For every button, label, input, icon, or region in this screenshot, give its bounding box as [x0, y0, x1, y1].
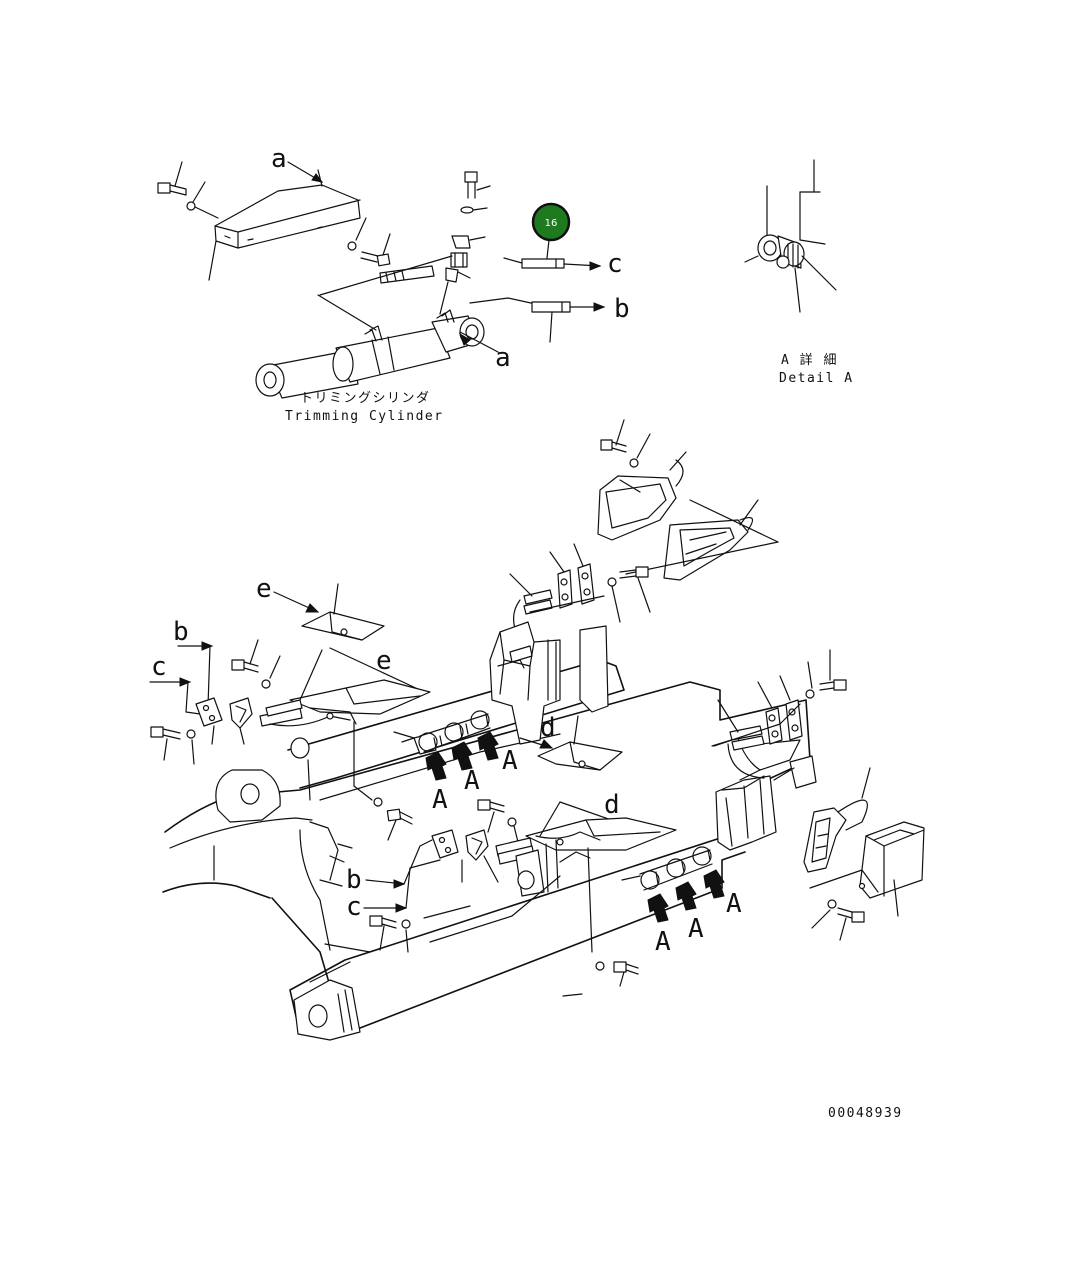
label-A6: A	[726, 889, 742, 919]
caption-trimming-en: Trimming Cylinder	[285, 409, 444, 424]
center-bolt-washer	[373, 797, 413, 841]
washer-left-low	[186, 729, 196, 739]
label-e-mid: e	[376, 646, 392, 676]
washer-center	[607, 577, 617, 587]
main-frame	[162, 621, 817, 1041]
d-guards: d d	[519, 713, 677, 851]
bolt-right-low	[837, 907, 865, 941]
label-c-left: c	[151, 652, 167, 682]
washer-left-group	[261, 679, 271, 689]
bolt-top-left	[157, 161, 187, 196]
right-flange-group	[713, 649, 847, 779]
gasket-lower	[803, 807, 847, 873]
hose-fitting-c	[503, 257, 565, 269]
hose-fitting-b	[531, 301, 571, 343]
drawing-number: 00048939	[828, 1106, 903, 1121]
flange-right	[577, 563, 595, 605]
arrow-A4-icon	[647, 893, 669, 923]
trimming-cylinder-group: a	[157, 144, 630, 424]
label-c-lower: c	[346, 892, 362, 922]
label-A3: A	[502, 746, 518, 776]
label-c-top: c	[607, 249, 623, 279]
label-b-left: b	[173, 617, 189, 647]
guard-e-upper	[301, 611, 385, 641]
label-A4: A	[655, 927, 671, 957]
flange-left	[557, 569, 573, 609]
arrow-A5-icon	[675, 881, 697, 911]
cover-housing	[597, 475, 677, 541]
caption-detail-jp: A 詳 細	[781, 352, 838, 368]
label-A2: A	[464, 766, 480, 796]
bolt-cover-upper	[600, 419, 627, 453]
guard-d-upper	[537, 741, 623, 771]
guard-plate	[194, 184, 361, 281]
clamp-top	[451, 235, 486, 249]
arrow-A2-icon	[451, 741, 473, 771]
bolt-lower-b	[369, 915, 397, 951]
swivel-joints-upper: A A A	[393, 710, 518, 815]
bolt-right-top	[819, 649, 847, 691]
bolt-lower-c	[613, 961, 639, 987]
arrow-A3-icon	[477, 731, 499, 761]
label-A5: A	[688, 914, 704, 944]
callout-16[interactable]: 16	[531, 202, 571, 242]
bolt-vertical-top	[464, 171, 491, 199]
bolt-center-right	[619, 566, 649, 579]
cover-group-upper	[597, 419, 779, 581]
callout-16-number: 16	[545, 218, 558, 229]
arrow-A1-icon	[425, 751, 447, 781]
trimming-cylinder	[255, 281, 499, 399]
flange-left-b	[195, 697, 223, 727]
left-fittings-group: e e b c	[149, 574, 431, 801]
frame-center-mount	[489, 621, 561, 745]
nipple-top	[450, 252, 468, 268]
bolt-plate-right	[360, 233, 391, 267]
washer-top-left	[186, 201, 196, 211]
label-e-top: e	[256, 574, 272, 604]
label-d-lower: d	[604, 790, 620, 820]
caption-detail-en: Detail A	[779, 371, 854, 386]
bolt-center-low	[386, 808, 413, 841]
washer-vertical	[460, 206, 474, 214]
caption-trimming-jp: トリミングシリンダ	[300, 391, 431, 406]
frame-ear-bottom	[293, 979, 361, 1041]
label-d-upper: d	[540, 713, 556, 743]
bolt-left-low	[150, 726, 181, 761]
washer-cover-upper	[629, 458, 639, 468]
bolt-lower-a	[477, 799, 505, 833]
arrow-A6-icon	[703, 869, 725, 899]
cover-group-lower	[803, 767, 925, 941]
label-a-top: a	[271, 144, 287, 174]
label-b-lower: b	[346, 865, 362, 895]
swivel-joints-lower: A A A	[621, 846, 742, 957]
bolts-center	[509, 573, 553, 615]
washer-plate-right	[347, 241, 357, 251]
guard-d-lower	[525, 817, 677, 851]
pin-left	[379, 265, 435, 284]
elbow-fitting-top	[445, 267, 471, 283]
detail-a-group: A 詳 細 Detail A	[744, 159, 854, 386]
label-A1: A	[432, 785, 448, 815]
lower-fittings-group: b c	[346, 799, 639, 997]
flange-group-center	[509, 543, 651, 649]
bolt-left-group	[231, 639, 259, 673]
label-a-mid: a	[495, 343, 511, 373]
label-b-top: b	[614, 294, 630, 324]
flange-left-c	[229, 697, 253, 729]
